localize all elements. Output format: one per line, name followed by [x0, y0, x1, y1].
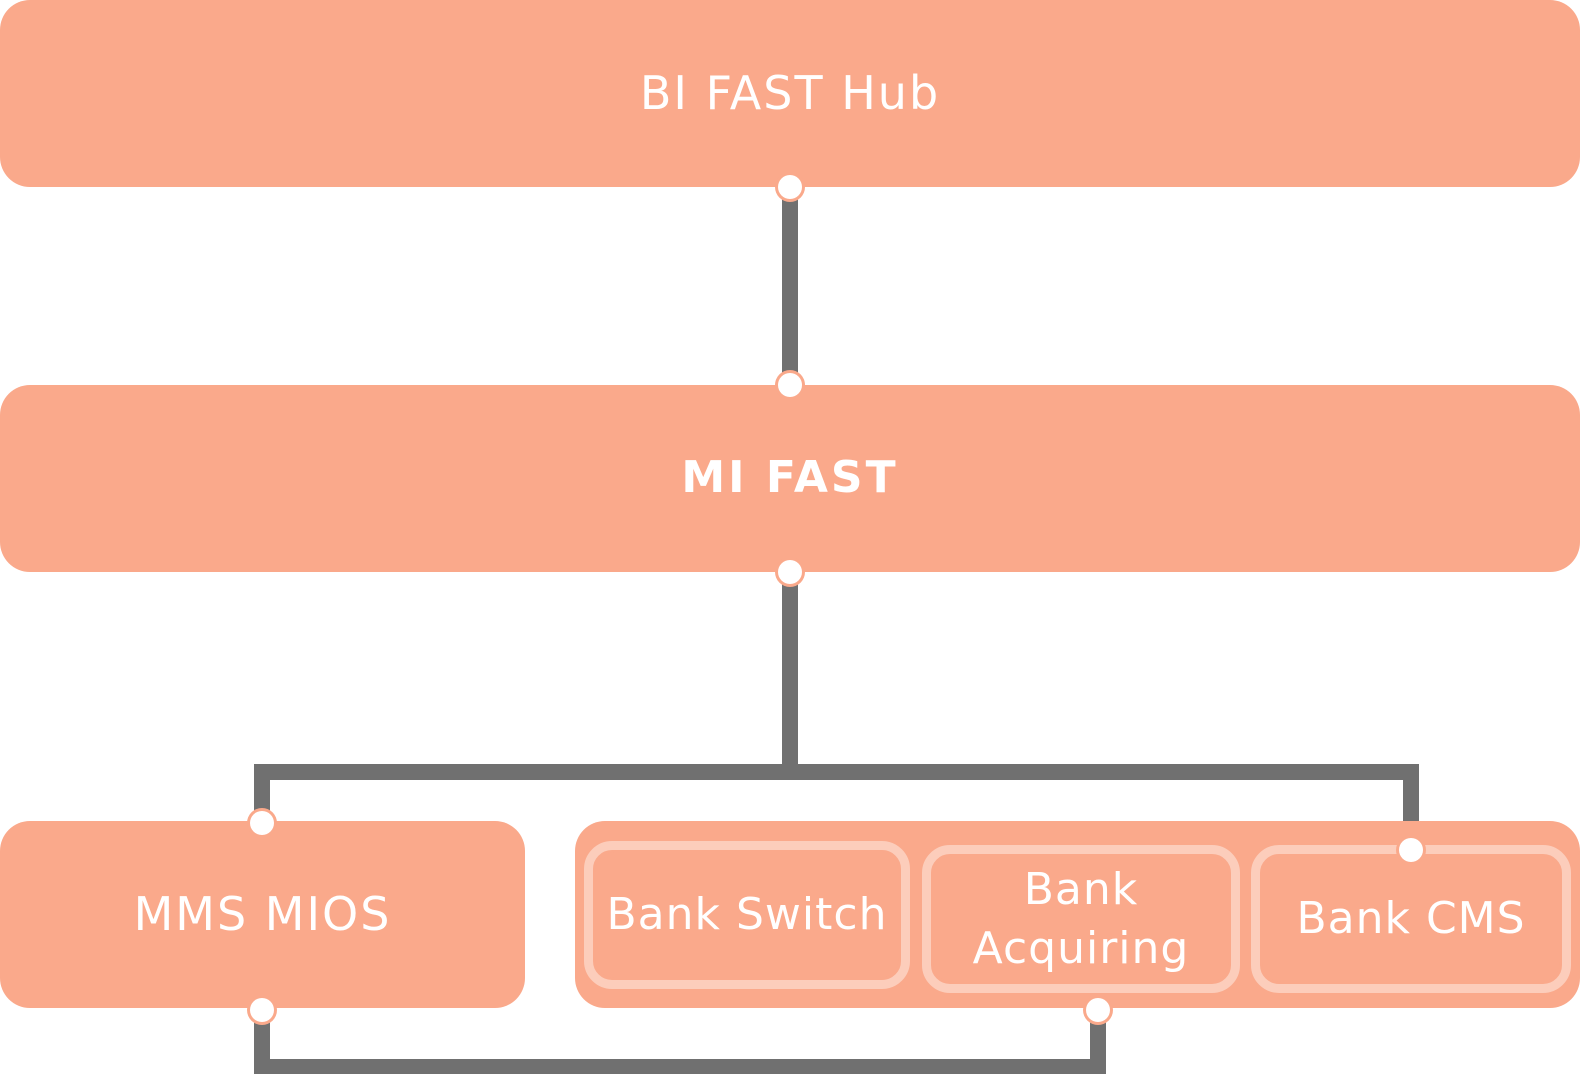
mms-mios-label: MMS MIOS: [133, 886, 392, 941]
bi-fast-hub-node: BI FAST Hub: [0, 0, 1580, 187]
bank-acquiring-node: Bank Acquiring: [922, 845, 1240, 993]
port-bank-group-bottom: [1086, 998, 1110, 1022]
port-bank-cms-top: [1399, 838, 1423, 862]
bank-switch-label: Bank Switch: [606, 889, 888, 941]
mms-mios-node: MMS MIOS: [0, 821, 525, 1008]
port-mifast-top: [778, 373, 802, 397]
bank-cms-node: Bank CMS: [1251, 845, 1571, 993]
port-mms-top: [250, 811, 274, 835]
connector-trunk-mms: [254, 764, 790, 821]
port-mifast-bottom: [778, 560, 802, 584]
bank-group-node: Bank Switch Bank Acquiring Bank CMS: [575, 821, 1580, 1008]
mi-fast-node: MI FAST: [0, 385, 1580, 572]
mi-fast-label: MI FAST: [681, 452, 899, 504]
bank-acquiring-label: Bank Acquiring: [972, 863, 1190, 974]
connector-trunk-bank-cms: [790, 764, 1419, 845]
connector-mms-bank-acquiring: [254, 1008, 1106, 1074]
bank-cms-label: Bank CMS: [1296, 893, 1526, 945]
bi-fast-hub-label: BI FAST Hub: [639, 65, 941, 120]
port-hub-bottom: [778, 175, 802, 199]
port-mms-bottom: [250, 998, 274, 1022]
bank-switch-node: Bank Switch: [584, 841, 910, 989]
